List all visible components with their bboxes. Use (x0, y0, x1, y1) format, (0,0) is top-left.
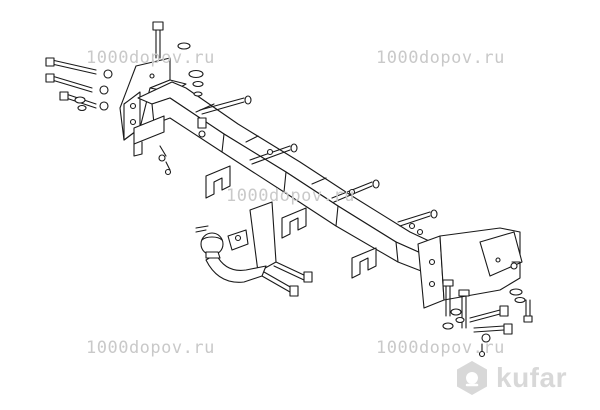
fastener-set-center (249, 143, 380, 203)
main-cross-beam (137, 81, 445, 277)
right-mounting-bracket (417, 227, 523, 309)
fastener-set-right-upper (397, 209, 521, 270)
fastener-set-bottom-right (442, 279, 533, 358)
beam-clamp-mid-left (205, 165, 231, 199)
washer-stack-left (74, 91, 203, 112)
fastener-set-ball-mount (234, 234, 313, 297)
beam-clamp-right (351, 247, 377, 279)
tow-ball-mount (195, 201, 277, 283)
beam-clamp-mid-right (281, 207, 307, 239)
beam-clamp-left (133, 115, 165, 157)
fastener-set-upper-center (158, 95, 252, 176)
